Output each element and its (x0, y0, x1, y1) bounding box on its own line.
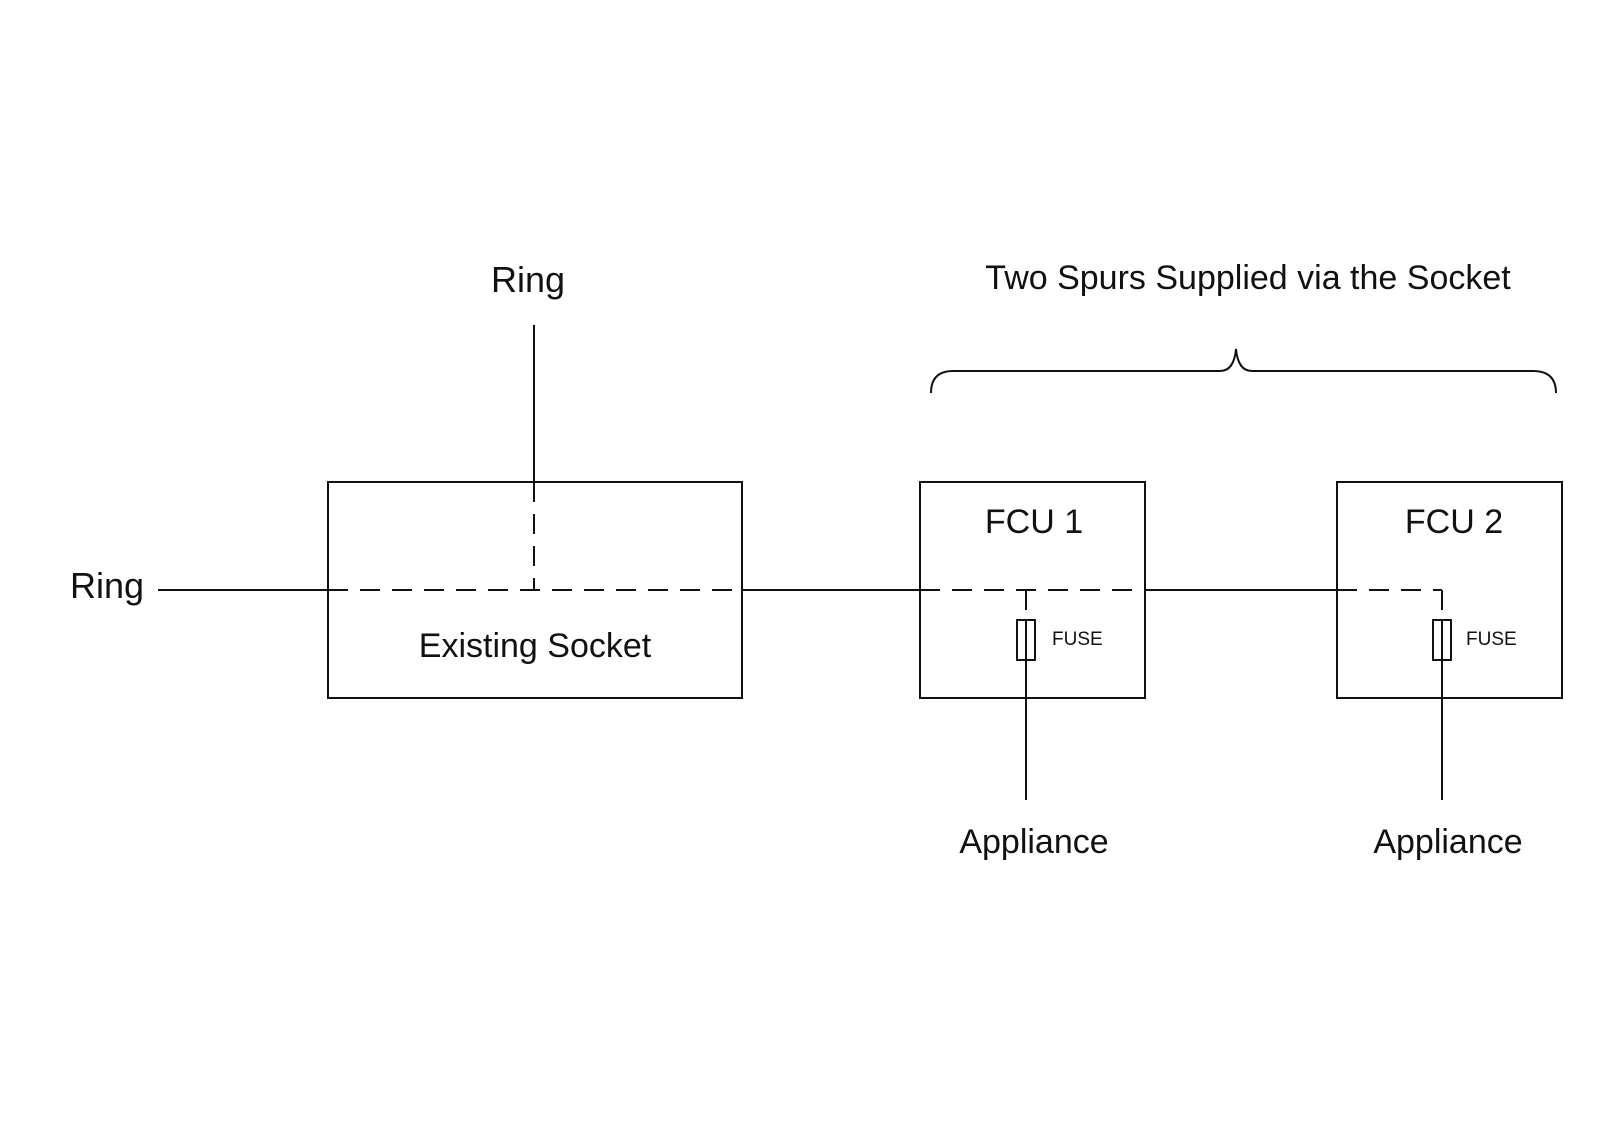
ring-left-label: Ring (70, 565, 144, 606)
appliance2-label: Appliance (1373, 823, 1522, 861)
ring-top-label: Ring (491, 259, 565, 300)
appliance1-label: Appliance (959, 823, 1108, 861)
fcu2-fuse-label: FUSE (1466, 629, 1517, 650)
fcu1-fuse-label: FUSE (1052, 629, 1103, 650)
fcu2-label: FCU 2 (1405, 503, 1503, 541)
spurs-brace (930, 348, 1557, 394)
spurs-title: Two Spurs Supplied via the Socket (985, 259, 1511, 297)
fcu1-label: FCU 1 (985, 503, 1083, 541)
existing-socket-label: Existing Socket (419, 627, 652, 665)
